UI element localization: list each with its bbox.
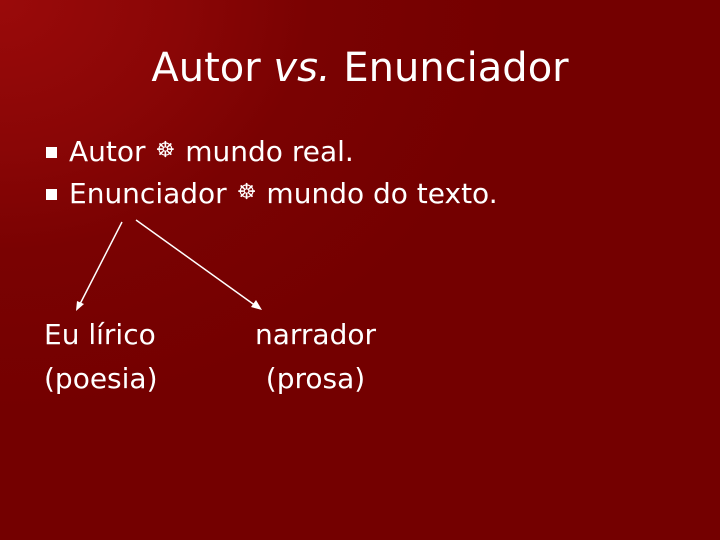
- bullet-term: Enunciador: [69, 176, 227, 210]
- arrowhead-left-icon: [76, 301, 84, 311]
- square-bullet-icon: [46, 188, 57, 200]
- narrador-label: narrador: [255, 318, 377, 351]
- arrow-to-narrador: [135, 219, 257, 307]
- prosa-label: (prosa): [265, 362, 366, 395]
- poesia-label: (poesia): [44, 362, 158, 395]
- bullet-item-enunciador: Enunciador ☸ mundo do texto.: [46, 172, 498, 214]
- slide-title: Autor vs. Enunciador: [0, 42, 720, 94]
- wheel-of-dharma-icon: ☸: [155, 137, 176, 163]
- square-bullet-icon: [46, 146, 57, 158]
- title-vs: vs.: [273, 45, 331, 91]
- bullet-text: mundo do texto.: [266, 176, 498, 210]
- arrow-to-eu-lirico: [79, 221, 123, 305]
- title-part-autor: Autor: [151, 45, 274, 91]
- bullet-item-autor: Autor ☸ mundo real.: [46, 130, 498, 172]
- bullet-text: mundo real.: [185, 134, 354, 168]
- branch-narrador: narrador (prosa): [255, 313, 376, 401]
- arrowhead-right-icon: [251, 300, 262, 310]
- wheel-of-dharma-icon: ☸: [236, 179, 257, 205]
- eu-lirico-label: Eu lírico: [44, 318, 156, 351]
- title-part-enunciador: Enunciador: [330, 45, 569, 91]
- branch-eu-lirico: Eu lírico (poesia): [44, 313, 158, 401]
- bullet-term: Autor: [69, 134, 146, 168]
- bullet-list: Autor ☸ mundo real. Enunciador ☸ mundo d…: [46, 130, 498, 214]
